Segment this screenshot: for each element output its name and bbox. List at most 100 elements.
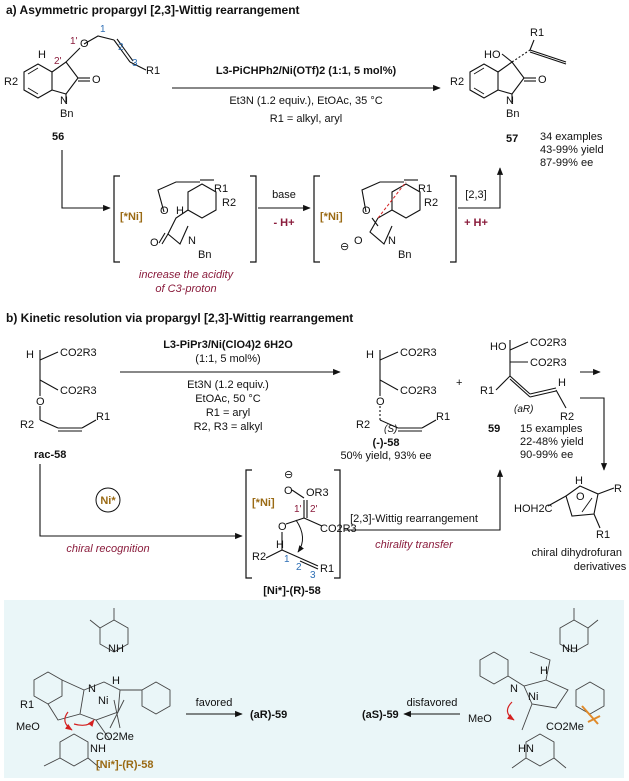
atom-ni-r: Ni: [528, 691, 538, 703]
minus-charge-i2: ⊖: [340, 241, 349, 253]
locant-1p: 1': [70, 36, 78, 47]
atom-h-rac58: H: [26, 349, 34, 361]
atom-o-i2-c: O: [354, 235, 363, 247]
atom-r1: R1: [146, 65, 160, 77]
atom-co2r3-cb: CO2R3: [320, 523, 357, 535]
atom-o-i1: O: [160, 205, 169, 217]
atom-h-59: H: [558, 377, 566, 389]
atom-r2-cb: R2: [252, 551, 266, 563]
atom-o-furan: O: [576, 491, 585, 503]
reagent-b-catalyst: L3-PiPr3/Ni(ClO4)2 6H2O: [163, 339, 293, 351]
atom-h: H: [38, 49, 46, 61]
chirality-transfer-label: chirality transfer: [375, 539, 454, 551]
step-23: [2,3]: [465, 189, 486, 201]
locant-b-1: 1: [284, 554, 290, 565]
locant-b-1p: 1': [294, 504, 302, 515]
atom-r1-i2: R1: [418, 183, 432, 195]
reagent-a-conditions: Et3N (1.2 equiv.), EtOAc, 35 °C: [229, 95, 382, 107]
atom-co2r3-m58a: CO2R3: [400, 347, 437, 359]
rearrangement-label: [2,3]-Wittig rearrangement: [350, 513, 478, 525]
atom-n-57: N: [506, 95, 514, 107]
atom-ni-l: Ni: [98, 695, 108, 707]
disfavored-product: (aS)-59: [362, 709, 399, 721]
atom-bn-i1: Bn: [198, 249, 211, 261]
ts-disfavored: [479, 608, 605, 769]
atom-r2-i1: R2: [222, 197, 236, 209]
atom-h-l: H: [112, 675, 120, 687]
compound-56-label: 56: [52, 131, 64, 143]
atom-nh-l2: NH: [90, 743, 106, 755]
reagent-b-base: Et3N (1.2 equiv.): [187, 379, 269, 391]
atom-o-carbonyl: O: [92, 74, 101, 86]
locant-b-3: 3: [310, 570, 316, 581]
atom-co2r3-b: CO2R3: [60, 385, 97, 397]
atom-r1-m58: R1: [436, 411, 450, 423]
reagent-b-solvent: EtOAc, 50 °C: [195, 393, 261, 405]
atom-o: O: [80, 38, 89, 50]
atom-h-furan: H: [575, 475, 583, 487]
atom-bn-i2: Bn: [398, 249, 411, 261]
reagent-b-r2r3: R2, R3 = alkyl: [194, 421, 263, 433]
dihydrofuran-label-1: chiral dihydrofuran: [532, 547, 623, 559]
section-b-heading: b) Kinetic resolution via propargyl [2,3…: [6, 311, 353, 325]
complex-label-c: [Ni*]-(R)-58: [96, 759, 153, 771]
disfavored-label: disfavored: [407, 697, 458, 709]
atom-n-r: N: [510, 683, 518, 695]
locant-2p: 2': [54, 56, 62, 67]
chiral-recognition-label: chiral recognition: [66, 543, 149, 555]
ni-star-cycle: [95, 487, 121, 513]
atom-r2-59: R2: [560, 411, 574, 423]
ni-label-b: [*Ni]: [252, 497, 275, 509]
atom-r2: R2: [4, 76, 18, 88]
dihydrofuran-label-2: derivatives: [574, 561, 627, 573]
atom-or3: OR3: [306, 487, 329, 499]
atom-h-cb: H: [276, 539, 284, 551]
ni-label-1: [*Ni]: [120, 211, 143, 223]
atom-r1-rac58: R1: [96, 411, 110, 423]
results-a-ee: 87-99% ee: [540, 157, 593, 169]
flow-arrow-a-in: [61, 150, 111, 212]
recovered-yield: 50% yield, 93% ee: [340, 450, 431, 462]
atom-r1-l: R1: [20, 699, 34, 711]
atom-bn: Bn: [60, 108, 73, 120]
stereo-ar: (aR): [514, 404, 533, 415]
section-a-heading: a) Asymmetric propargyl [2,3]-Wittig rea…: [6, 3, 300, 17]
atom-r1-i1: R1: [214, 183, 228, 195]
results-a-examples: 34 examples: [540, 131, 603, 143]
atom-r2-rac58: R2: [20, 419, 34, 431]
intermediate-a1: [*Ni] O O H N Bn R1 R2: [113, 175, 257, 263]
minus-charge-b: ⊖: [284, 469, 293, 481]
acidity-note-2: of C3-proton: [155, 283, 216, 295]
atom-r1-furan: R1: [596, 529, 610, 541]
compound-m58-label: (-)-58: [373, 437, 400, 449]
results-b-ee: 90-99% ee: [520, 449, 573, 461]
atom-o-rac58: O: [36, 396, 45, 408]
atom-co2r3-59b: CO2R3: [530, 357, 567, 369]
stereo-s: (S): [384, 424, 397, 435]
atom-h-r: H: [540, 665, 548, 677]
atom-ho: HO: [484, 49, 501, 61]
atom-ho-59: HO: [490, 341, 507, 353]
reagent-b-r1: R1 = aryl: [206, 407, 250, 419]
atom-o-b2: O: [278, 521, 287, 533]
compound-minus-58: H CO2R3 CO2R3 O R2 (S) R1 (-)-58 50% yie…: [340, 347, 450, 462]
transition-state-panel: [4, 600, 624, 778]
ts-favored: [33, 608, 171, 769]
complex-label-b: [Ni*]-(R)-58: [263, 585, 320, 597]
atom-hoh2c: HOH2C: [514, 503, 553, 515]
atom-o-i1-c: O: [150, 237, 159, 249]
atom-meo-l: MeO: [16, 721, 40, 733]
results-a-yield: 43-99% yield: [540, 144, 604, 156]
results-b-yield: 22-48% yield: [520, 436, 584, 448]
atom-o-m58: O: [376, 396, 385, 408]
atom-h-i1: H: [176, 205, 184, 217]
intermediate-a2: [*Ni] O O ⊖ N Bn R1 R2: [313, 175, 457, 263]
reagent-a-substituents: R1 = alkyl, aryl: [270, 113, 342, 125]
atom-co2r3-59a: CO2R3: [530, 337, 567, 349]
reagent-b-loading: (1:1, 5 mol%): [195, 353, 260, 365]
compound-rac58-label: rac-58: [34, 449, 66, 461]
compound-59: HO CO2R3 CO2R3 R1 H R2 (aR) 59: [480, 337, 574, 435]
atom-n-i2: N: [388, 235, 396, 247]
atom-co2r3-a: CO2R3: [60, 347, 97, 359]
